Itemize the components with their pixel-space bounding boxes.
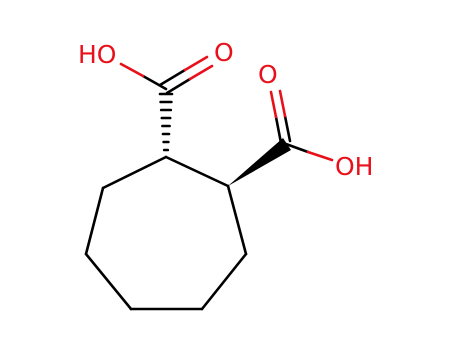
c-o-double-bond-right-2-red xyxy=(278,89,287,118)
c-o-double-bond-right-1-black xyxy=(274,115,283,145)
c-o-double-bond-left-1-black xyxy=(158,68,187,87)
c-oh-bond-right-black xyxy=(284,142,310,154)
ring-bond-c2-c3 xyxy=(226,184,248,256)
solid-wedge-bond xyxy=(228,138,291,186)
c-o-double-bond-right-2-black xyxy=(283,114,292,143)
c-o-double-bond-left-2-red xyxy=(188,64,214,81)
ring-bond-c1-c2 xyxy=(164,155,230,188)
hashed-wedge-bond xyxy=(158,92,174,152)
right-carbonyl-oxygen-label: O xyxy=(258,60,278,89)
c-o-double-bond-left-2-black xyxy=(165,77,192,95)
c-oh-bond-left-black xyxy=(141,74,168,91)
c-o-double-bond-right-1-red xyxy=(269,90,278,119)
c-o-double-bond-left-1-red xyxy=(183,55,209,72)
right-hydroxyl-label: OH xyxy=(335,152,373,181)
ring-bond-c3-c4 xyxy=(200,252,248,311)
c-oh-bond-left-red xyxy=(119,62,145,78)
right-carboxyl-group: O OH xyxy=(258,60,373,181)
ring-bond-c5-c6 xyxy=(84,252,133,311)
c-oh-bond-right-red xyxy=(306,150,334,162)
left-carboxyl-group: HO O xyxy=(78,38,234,95)
left-hydroxyl-label: HO xyxy=(78,40,116,69)
ring-bond-c6-c7 xyxy=(84,186,105,256)
cycloheptane-ring xyxy=(84,155,248,311)
left-carbonyl-oxygen-label: O xyxy=(214,38,234,67)
ring-bond-c7-c1 xyxy=(101,155,168,190)
